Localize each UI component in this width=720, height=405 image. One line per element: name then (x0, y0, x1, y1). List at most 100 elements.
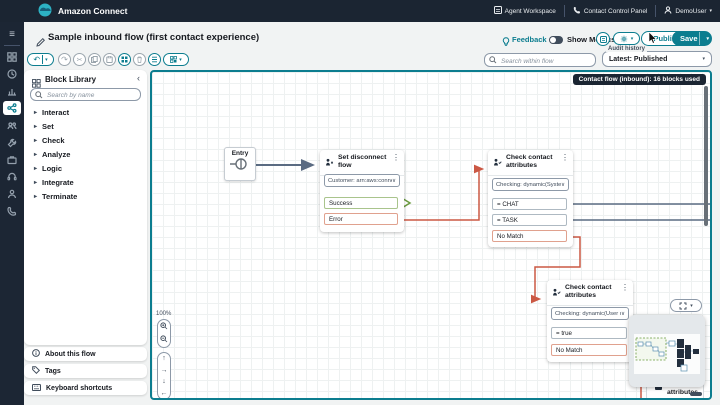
category-logic[interactable]: ▸Logic (34, 164, 62, 173)
set-disconnect-flow-icon (325, 154, 334, 172)
port-no-match[interactable]: No Match (551, 344, 627, 356)
sidebar-item-dashboard[interactable] (4, 50, 20, 63)
expand-arrows-icon (679, 302, 687, 309)
flow-canvas[interactable]: Contact flow (inbound): 16 blocks used E… (150, 70, 712, 400)
search-within-flow-box[interactable] (484, 53, 597, 68)
category-check[interactable]: ▸Check (34, 136, 65, 145)
entry-node[interactable]: Entry (224, 147, 256, 181)
minimap-content (634, 334, 700, 374)
search-within-flow-input[interactable] (499, 54, 597, 68)
arrange-button-group[interactable]: ▾ (163, 53, 189, 66)
top-nav-bar: Amazon Connect Agent Workspace Contact C… (0, 0, 720, 22)
agent-workspace-link[interactable]: Agent Workspace (493, 6, 556, 16)
expand-triangle-icon: ▸ (34, 166, 38, 172)
minimap-panel[interactable] (629, 315, 705, 387)
flow-settings-button[interactable]: ▾ (613, 32, 640, 45)
category-set[interactable]: ▸Set (34, 122, 54, 131)
page-title: Sample inbound flow (first contact exper… (48, 32, 260, 43)
zoom-out-button[interactable] (160, 335, 168, 345)
cut-button[interactable]: ✂ (73, 53, 86, 66)
redo-button[interactable]: ↷ (58, 53, 71, 66)
block-search-input[interactable] (45, 89, 142, 102)
undo-icon[interactable]: ↶ (33, 55, 41, 64)
delete-button[interactable] (133, 53, 146, 66)
sidebar-item-calls[interactable] (4, 204, 20, 217)
sidebar-item-users[interactable] (4, 119, 20, 132)
check-contact-attributes-icon (493, 154, 502, 172)
keyboard-shortcuts-label: Keyboard shortcuts (46, 384, 113, 392)
block-parameter-dropdown[interactable]: Customer: arn:aws:connec... ∨ (324, 174, 400, 187)
save-split-button[interactable]: Save ▾ (672, 31, 712, 46)
category-label: Set (42, 122, 54, 131)
block-library-title: Block Library (45, 75, 97, 84)
expand-triangle-icon: ▸ (34, 194, 38, 200)
sidebar-item-history[interactable] (4, 67, 20, 80)
sidebar-item-profile[interactable] (4, 187, 20, 200)
align-list-button[interactable] (148, 53, 161, 66)
zoom-in-button[interactable] (160, 322, 168, 332)
user-menu[interactable]: DemoUser ▾ (664, 6, 712, 16)
port-no-match[interactable]: No Match (492, 230, 567, 242)
horizontal-scrollbar-thumb[interactable] (690, 392, 702, 396)
port-task[interactable]: = TASK (492, 214, 567, 226)
hamburger-menu-icon[interactable]: ≡ (9, 29, 15, 40)
category-terminate[interactable]: ▸ Terminate (34, 192, 77, 201)
dropdown-value: Checking: dynamic(Syste... (496, 181, 561, 188)
about-this-flow-label: About this flow (45, 350, 96, 358)
vertical-scrollbar-thumb[interactable] (704, 86, 708, 226)
about-this-flow-section[interactable]: About this flow (24, 347, 147, 361)
chevron-down-icon: ∨ (560, 181, 565, 188)
pan-up-button[interactable]: ↑ (162, 355, 166, 363)
divider (4, 45, 20, 46)
sidebar-item-flows-active[interactable] (3, 101, 21, 115)
arrange-caret-icon[interactable]: ▾ (179, 56, 182, 63)
block-parameter-dropdown[interactable]: Checking: dynamic(User d... ∨ (551, 307, 629, 320)
paste-button[interactable] (103, 53, 116, 66)
port-true[interactable]: = true (551, 327, 627, 339)
save-caret-icon[interactable]: ▾ (706, 35, 709, 42)
feedback-link[interactable]: Feedback (512, 35, 547, 44)
pan-left-button[interactable]: ← (160, 389, 168, 397)
contact-control-panel-label: Contact Control Panel (583, 7, 648, 15)
sidebar-item-metrics[interactable] (4, 84, 20, 97)
category-interact[interactable]: ▸Interact (34, 108, 69, 117)
pan-down-button[interactable]: ↓ (162, 378, 166, 386)
block-check-contact-attributes-1[interactable]: Check contact attributes ⋮ Checking: dyn… (488, 150, 573, 247)
feedback-icon (502, 34, 510, 52)
category-label: Integrate (42, 178, 74, 187)
show-metrics-label: Show Metrics (567, 35, 616, 44)
category-label: Terminate (42, 192, 78, 201)
block-parameter-dropdown[interactable]: Checking: dynamic(Syste... ∨ (492, 178, 569, 191)
sidebar-item-tools[interactable] (4, 136, 20, 149)
port-success[interactable]: Success (324, 197, 398, 209)
kebab-menu-icon[interactable]: ⋮ (621, 283, 629, 292)
undo-button-group[interactable]: ↶ ▾ (27, 53, 54, 66)
undo-caret-icon[interactable]: ▾ (45, 56, 48, 63)
minimap-expand-button[interactable]: ▾ (670, 299, 702, 312)
sidebar-item-support[interactable] (4, 170, 20, 183)
tags-section[interactable]: Tags (24, 364, 147, 378)
keyboard-icon (32, 383, 41, 393)
kebab-menu-icon[interactable]: ⋮ (392, 153, 400, 162)
edit-title-pencil-icon[interactable] (36, 34, 46, 52)
block-search-box[interactable] (30, 88, 142, 102)
category-analyze[interactable]: ▸Analyze (34, 150, 70, 159)
snap-blocks-button-active[interactable] (118, 53, 131, 66)
audit-history-select[interactable]: Latest: Published ▾ (602, 51, 712, 67)
copy-button[interactable] (88, 53, 101, 66)
category-integrate[interactable]: ▸Integrate (34, 178, 74, 187)
collapse-panel-icon[interactable]: ‹ (137, 73, 140, 83)
mouse-cursor (648, 31, 657, 49)
port-error[interactable]: Error (324, 213, 398, 225)
block-check-contact-attributes-2[interactable]: Check contact attributes ⋮ Checking: dyn… (547, 280, 633, 362)
view-snippet-button[interactable] (596, 32, 610, 46)
kebab-menu-icon[interactable]: ⋮ (561, 153, 569, 162)
contact-control-panel-link[interactable]: Contact Control Panel (573, 6, 648, 16)
show-metrics-toggle[interactable] (549, 36, 563, 44)
caret-down-icon: ▾ (690, 302, 693, 309)
port-chat[interactable]: = CHAT (492, 198, 567, 210)
pan-right-button[interactable]: → (160, 366, 168, 374)
keyboard-shortcuts-section[interactable]: Keyboard shortcuts (24, 381, 147, 395)
block-set-disconnect-flow[interactable]: Set disconnect flow ⋮ Customer: arn:aws:… (320, 150, 404, 232)
sidebar-item-modules[interactable] (4, 153, 20, 166)
